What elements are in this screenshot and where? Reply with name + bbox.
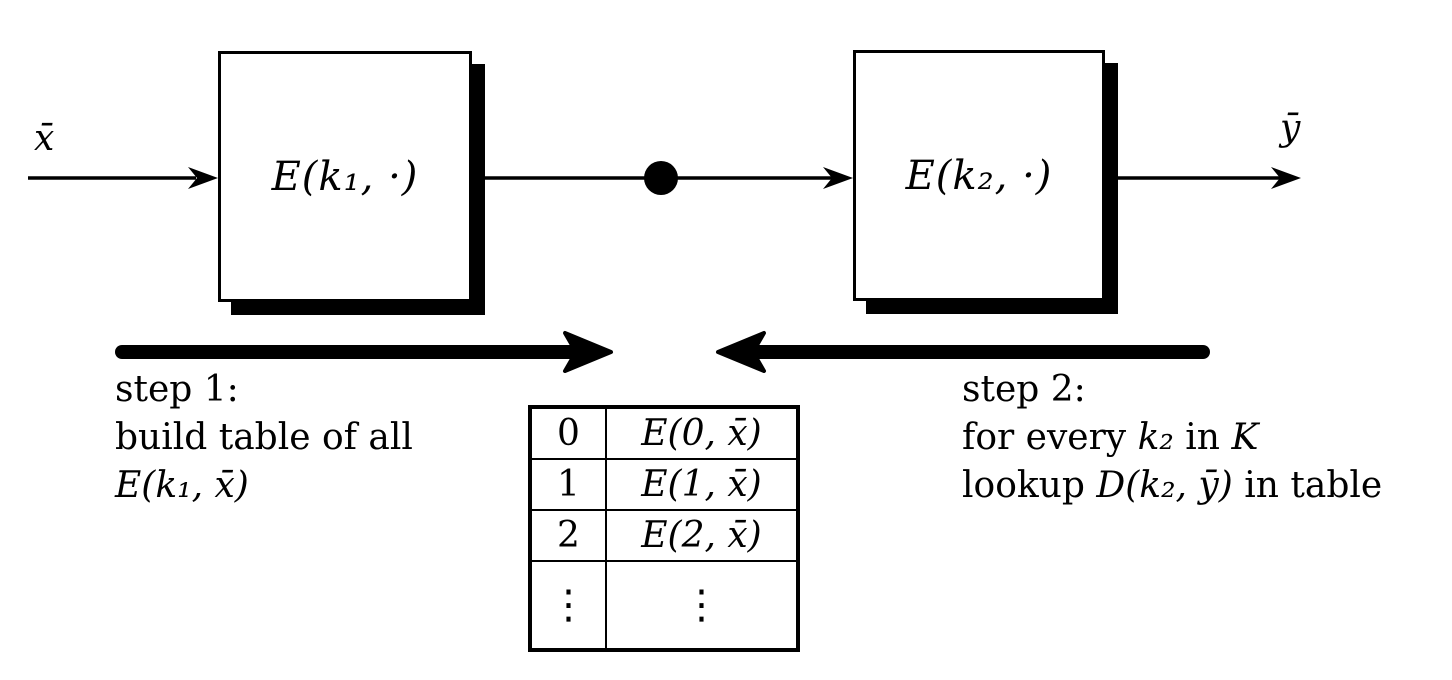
encryption-box-2-label: E(k₂, ·) bbox=[905, 152, 1053, 199]
step2-line3-text1: lookup bbox=[962, 465, 1097, 506]
step2-line2: for every k₂ in K bbox=[962, 414, 1382, 462]
table-row: 0 E(0, x̄) bbox=[529, 406, 799, 460]
output-label: ȳ bbox=[1280, 108, 1301, 149]
step2-arrowhead-icon bbox=[716, 331, 766, 373]
middle-arrowhead-icon bbox=[823, 167, 853, 189]
table-value-cell: E(0, x̄) bbox=[605, 406, 799, 460]
step1-line3: E(k₁, x̄) bbox=[115, 465, 249, 506]
step2-line2-math: k₂ bbox=[1137, 417, 1174, 458]
table-value-cell: E(1, x̄) bbox=[605, 458, 799, 511]
table-key-cell: 1 bbox=[529, 458, 607, 511]
step1-line2: build table of all bbox=[115, 417, 413, 458]
table-key-cell: 0 bbox=[529, 406, 607, 460]
encryption-box-2: E(k₂, ·) bbox=[853, 50, 1105, 301]
step2-line2-text2: in bbox=[1173, 417, 1232, 458]
table-value-cell: E(2, x̄) bbox=[605, 509, 799, 562]
table-row: 1 E(1, x̄) bbox=[529, 458, 799, 511]
step1-arrowhead-icon bbox=[563, 331, 613, 373]
input-label: x̄ bbox=[34, 118, 55, 159]
lookup-table: 0 E(0, x̄) 1 E(1, x̄) 2 E(2, x̄) ⋮ ⋮ bbox=[528, 405, 800, 652]
encryption-box-1-label: E(k₁, ·) bbox=[271, 153, 419, 200]
table-key-cell: 2 bbox=[529, 509, 607, 562]
step2-line2-text1: for every bbox=[962, 417, 1138, 458]
output-arrowhead-icon bbox=[1271, 167, 1301, 189]
step1-line1: step 1: bbox=[115, 369, 239, 410]
input-arrowhead-icon bbox=[188, 167, 218, 189]
step2-annotation: step 2: for every k₂ in K lookup D(k₂, ȳ… bbox=[962, 366, 1382, 510]
step2-keyspace-symbol: K bbox=[1231, 417, 1259, 458]
table-row: 2 E(2, x̄) bbox=[529, 509, 799, 562]
step2-line1: step 2: bbox=[962, 369, 1086, 410]
step1-annotation: step 1: build table of all E(k₁, x̄) bbox=[115, 366, 413, 510]
step2-line3-text2: in table bbox=[1232, 465, 1383, 506]
step2-line3-math: D(k₂, ȳ) bbox=[1096, 465, 1233, 506]
junction-dot-icon bbox=[644, 161, 678, 195]
encryption-box-1: E(k₁, ·) bbox=[218, 51, 472, 302]
table-key-cell: ⋮ bbox=[529, 560, 607, 651]
table-row-ellipsis: ⋮ ⋮ bbox=[529, 560, 799, 651]
table-value-cell: ⋮ bbox=[605, 560, 799, 651]
step2-line3: lookup D(k₂, ȳ) in table bbox=[962, 462, 1382, 510]
